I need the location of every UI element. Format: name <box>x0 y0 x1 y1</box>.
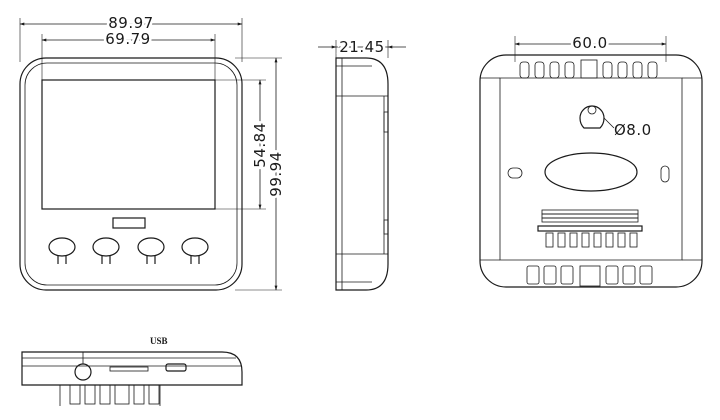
front-inner-body <box>24 62 238 286</box>
back-top-vents <box>519 59 658 79</box>
keyhole-mount <box>579 105 605 129</box>
dim-outer-width-label: 89.97 <box>108 14 153 32</box>
usb-port <box>165 363 187 372</box>
front-button-1 <box>48 237 76 264</box>
front-button-3 <box>137 237 165 264</box>
dim-mount-spacing-label: 60.0 <box>572 34 607 52</box>
back-left-slot <box>507 167 523 179</box>
back-oval-recess <box>544 152 638 192</box>
bottom-outer-profile <box>21 351 243 386</box>
back-inner-plate <box>499 77 683 261</box>
dim-outer-height-label: 99.94 <box>267 151 285 196</box>
bottom-view: USB <box>21 336 243 406</box>
back-terminal-strip <box>537 209 643 248</box>
dim-depth-label: 21.45 <box>339 38 384 56</box>
front-outer-body <box>19 57 243 291</box>
dim-screen-width-label: 69.79 <box>105 30 150 48</box>
back-bottom-vents <box>526 265 653 287</box>
side-outer-profile <box>335 57 389 291</box>
front-indicator-led <box>112 217 146 229</box>
dim-screen-height-label: 54.84 <box>251 122 269 167</box>
dim-hole-diameter-label: Ø8.0 <box>614 121 652 139</box>
side-view: 21.45 <box>318 36 406 291</box>
back-view: 60.0 Ø8.0 <box>479 32 703 288</box>
usb-label: USB <box>150 336 168 346</box>
bottom-vents <box>69 384 160 405</box>
front-button-2 <box>92 237 120 264</box>
back-right-slot <box>660 165 670 183</box>
front-screen <box>41 79 216 210</box>
front-button-4 <box>181 237 209 264</box>
front-view: 89.97 69.79 54.84 99.94 <box>19 12 288 291</box>
back-outer-body <box>479 54 703 288</box>
